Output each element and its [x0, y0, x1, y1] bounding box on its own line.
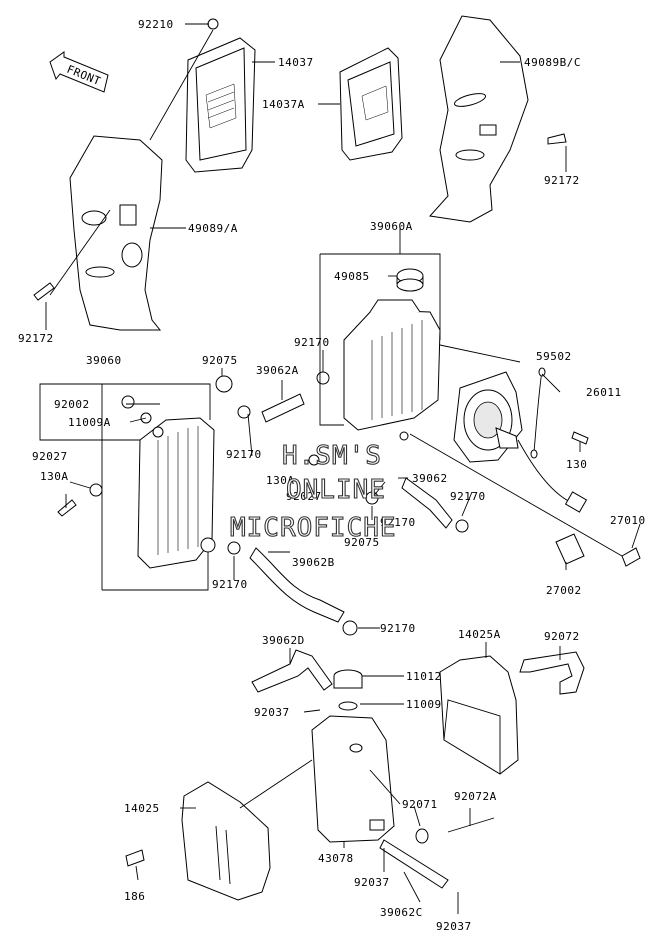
label-92075-b: 92075 — [344, 536, 380, 549]
label-130: 130 — [566, 458, 587, 471]
hose-39062a — [261, 393, 305, 423]
label-92170-f: 92170 — [380, 622, 416, 635]
label-130a-left: 130A — [40, 470, 69, 483]
label-39062c: 39062C — [380, 906, 423, 919]
cover-14025a — [439, 655, 519, 775]
label-39062b: 39062B — [292, 556, 335, 569]
label-11009a: 11009A — [68, 416, 111, 429]
hose-39062c — [379, 839, 449, 889]
label-43078: 43078 — [318, 852, 354, 865]
label-14037a: 14037A — [262, 98, 305, 111]
bracket-92072 — [519, 651, 585, 695]
label-14025: 14025 — [124, 802, 160, 815]
hose-39062b — [249, 547, 345, 623]
label-186: 186 — [124, 890, 145, 903]
label-92037-c: 92037 — [436, 920, 472, 933]
label-39062a: 39062A — [256, 364, 299, 377]
label-11009: 11009 — [406, 698, 442, 711]
watermark-line3: MICROFICHE — [230, 513, 397, 543]
label-49089a: 49089/A — [188, 222, 238, 235]
connector-27002 — [555, 533, 585, 565]
radiator-39060a — [343, 268, 441, 441]
label-92027-a: 92027 — [32, 450, 68, 463]
label-39062d: 39062D — [262, 634, 305, 647]
label-92037-b: 92037 — [354, 876, 390, 889]
label-14025a: 14025A — [458, 628, 501, 641]
leader-lines — [39, 23, 641, 914]
sensor-27010 — [409, 433, 641, 567]
watermark-line1: H.SM'S — [282, 441, 382, 471]
label-92170-d: 92170 — [380, 516, 416, 529]
label-92075-a: 92075 — [202, 354, 238, 367]
label-92002: 92002 — [54, 398, 90, 411]
wire-26011 — [530, 367, 546, 459]
label-92170-a: 92170 — [294, 336, 330, 349]
strap-92072a — [447, 817, 495, 833]
label-14037: 14037 — [278, 56, 314, 69]
label-92170-e: 92170 — [212, 578, 248, 591]
label-92071: 92071 — [402, 798, 438, 811]
shroud-grille-14037a — [339, 47, 403, 161]
cover-14025 — [125, 781, 271, 901]
watermark-line2: ONLINE — [286, 475, 386, 505]
label-92037-a: 92037 — [254, 706, 290, 719]
label-92172-left: 92172 — [18, 332, 54, 345]
label-39060a: 39060A — [370, 220, 413, 233]
hose-39062 — [401, 477, 453, 529]
label-92072: 92072 — [544, 630, 580, 643]
part-labels: 92210 14037 14037A 49089B/C 92172 49089/… — [18, 18, 646, 933]
label-92027-b: 92027 — [286, 490, 322, 503]
label-92170-b: 92170 — [226, 448, 262, 461]
watermark: H.SM'S ONLINE MICROFICHE — [229, 440, 397, 543]
label-39060: 39060 — [86, 354, 122, 367]
label-59502: 59502 — [536, 350, 572, 363]
label-92172-right: 92172 — [544, 174, 580, 187]
label-130a-mid: 130A — [266, 474, 295, 487]
front-arrow-icon: FRONT — [49, 51, 109, 93]
shroud-49089bc — [429, 15, 567, 223]
label-92072a: 92072A — [454, 790, 497, 803]
label-27010: 27010 — [610, 514, 646, 527]
shroud-grille-14037 — [185, 18, 256, 173]
fan-59502 — [453, 371, 588, 513]
label-49085: 49085 — [334, 270, 370, 283]
label-26011: 26011 — [586, 386, 622, 399]
reservoir-tank — [311, 669, 429, 844]
label-27002: 27002 — [546, 584, 582, 597]
label-92210: 92210 — [138, 18, 174, 31]
label-92170-c: 92170 — [450, 490, 486, 503]
label-11012: 11012 — [406, 670, 442, 683]
label-49089bc: 49089B/C — [524, 56, 581, 69]
radiator-39060 — [137, 417, 216, 569]
shroud-49089a — [33, 135, 163, 331]
hose-39062d — [251, 649, 333, 693]
label-39062: 39062 — [412, 472, 448, 485]
